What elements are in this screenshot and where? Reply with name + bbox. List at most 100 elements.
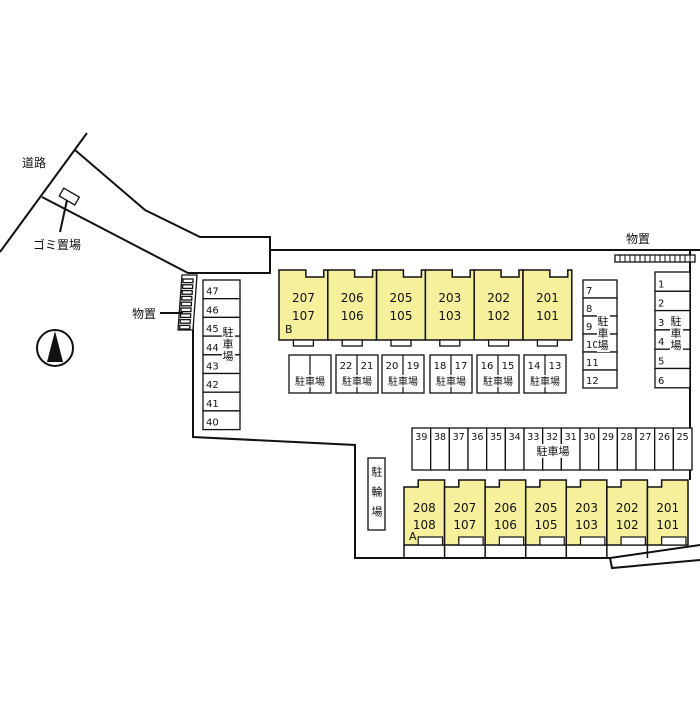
unit-upper-number: 202 [616, 501, 639, 515]
storage-slot [182, 278, 194, 284]
parking-pair[interactable]: 22 21 駐車場 [335, 354, 379, 394]
unit-lower-number: 107 [453, 518, 476, 532]
unit-lower-number: 103 [438, 309, 461, 323]
storage-slot [180, 307, 192, 313]
parking-label: 駐車場 [537, 444, 570, 458]
unit-upper-number: 207 [292, 291, 315, 305]
parking-space-number: 38 [434, 432, 446, 443]
entrance-step [536, 339, 559, 347]
garbage-station [58, 187, 81, 206]
parking-space-number: 41 [206, 399, 219, 410]
parking-space-number: 5 [658, 357, 664, 368]
unit-lower-number: 107 [292, 309, 315, 323]
parking-space-number: 25 [677, 432, 689, 443]
parking-space-number: 8 [586, 304, 592, 315]
parking-space-number: 20 [386, 361, 399, 372]
parking-space-number: 44 [206, 343, 219, 354]
unit-lower-number: 106 [494, 518, 517, 532]
building-b-label: B [285, 323, 293, 336]
parking-space-number: 43 [206, 362, 219, 373]
unit-lower-number: 105 [535, 518, 558, 532]
storage-slot [179, 313, 192, 319]
entrance-step [487, 339, 510, 347]
unit-lower-number: 103 [575, 518, 598, 532]
unit-lower-number: 105 [390, 309, 413, 323]
unit-upper-number: 208 [413, 501, 436, 515]
label-bg [528, 375, 562, 387]
parking-space-number: 29 [602, 432, 614, 443]
parking-space-number: 19 [407, 361, 420, 372]
parking-label: 駐車場 [436, 375, 466, 388]
unit-upper-number: 206 [494, 501, 517, 515]
parking-space-number: 33 [527, 432, 539, 443]
label-bg [481, 375, 515, 387]
parking-label-char: 車 [671, 326, 682, 340]
unit-upper-number: 201 [536, 291, 559, 305]
parking-space[interactable] [202, 410, 241, 431]
parking-space-number: 10 [586, 340, 599, 351]
storage-slot [181, 295, 193, 301]
parking-label: 駐車場 [483, 375, 513, 388]
parking-pair[interactable]: 20 19 駐車場 [381, 354, 425, 394]
parking-space-number: 26 [658, 432, 670, 443]
unit-upper-number: 207 [453, 501, 476, 515]
bicycle-parking [367, 457, 386, 531]
parking-label: 駐車場 [388, 375, 418, 388]
parking-space-number: 22 [340, 361, 353, 372]
parking-space-number: 47 [206, 287, 219, 298]
parking-space-number: 9 [586, 322, 592, 333]
entrance-step [579, 536, 606, 546]
parking-space[interactable] [582, 369, 618, 389]
label-bg [386, 375, 420, 387]
unit-shape [522, 269, 573, 341]
parking-label-char: 駐 [671, 314, 682, 328]
parking-space[interactable] [672, 427, 693, 471]
storage-slot [181, 289, 193, 295]
entrance-step [539, 536, 565, 546]
parking-space-number: 21 [361, 361, 374, 372]
parking-label-char: 車 [223, 337, 234, 351]
parking-label: 駐車場 [342, 375, 372, 388]
unit-upper-number: 202 [487, 291, 510, 305]
parking-space[interactable] [654, 367, 691, 389]
parking-space-number: 7 [586, 286, 592, 297]
unit-upper-number: 203 [575, 501, 598, 515]
building-a-label: A [409, 530, 417, 543]
road-label: 道路 [22, 155, 46, 170]
unit-lower-number: 102 [616, 518, 639, 532]
label-bg [293, 375, 327, 387]
parking-label-char: 場 [223, 350, 234, 363]
parking-space-number: 32 [546, 432, 558, 443]
parking-space-number: 6 [658, 376, 664, 387]
parking-space-number: 45 [206, 324, 219, 335]
entrance-step [661, 536, 687, 546]
parking-pair[interactable]: 駐車場 [288, 354, 332, 394]
parking-space-number: 14 [528, 361, 541, 372]
label-bg [434, 375, 468, 387]
parking-label-char: 場 [598, 339, 609, 352]
parking-space-number: 28 [621, 432, 633, 443]
parking-label: 駐車場 [530, 375, 560, 388]
label-bg [670, 314, 683, 352]
label-bg [222, 325, 235, 363]
storage-slot [179, 324, 191, 330]
